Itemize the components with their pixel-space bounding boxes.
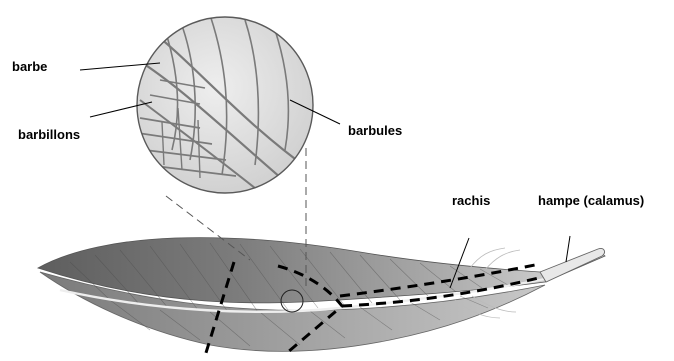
magnifier: [130, 15, 313, 200]
label-hampe: hampe (calamus): [538, 194, 644, 207]
label-barbillons: barbillons: [18, 128, 80, 141]
calamus-quill: [540, 249, 605, 282]
label-barbules: barbules: [348, 124, 402, 137]
label-rachis: rachis: [452, 194, 490, 207]
label-barbe: barbe: [12, 60, 47, 73]
leader-line-hampe: [566, 236, 570, 262]
